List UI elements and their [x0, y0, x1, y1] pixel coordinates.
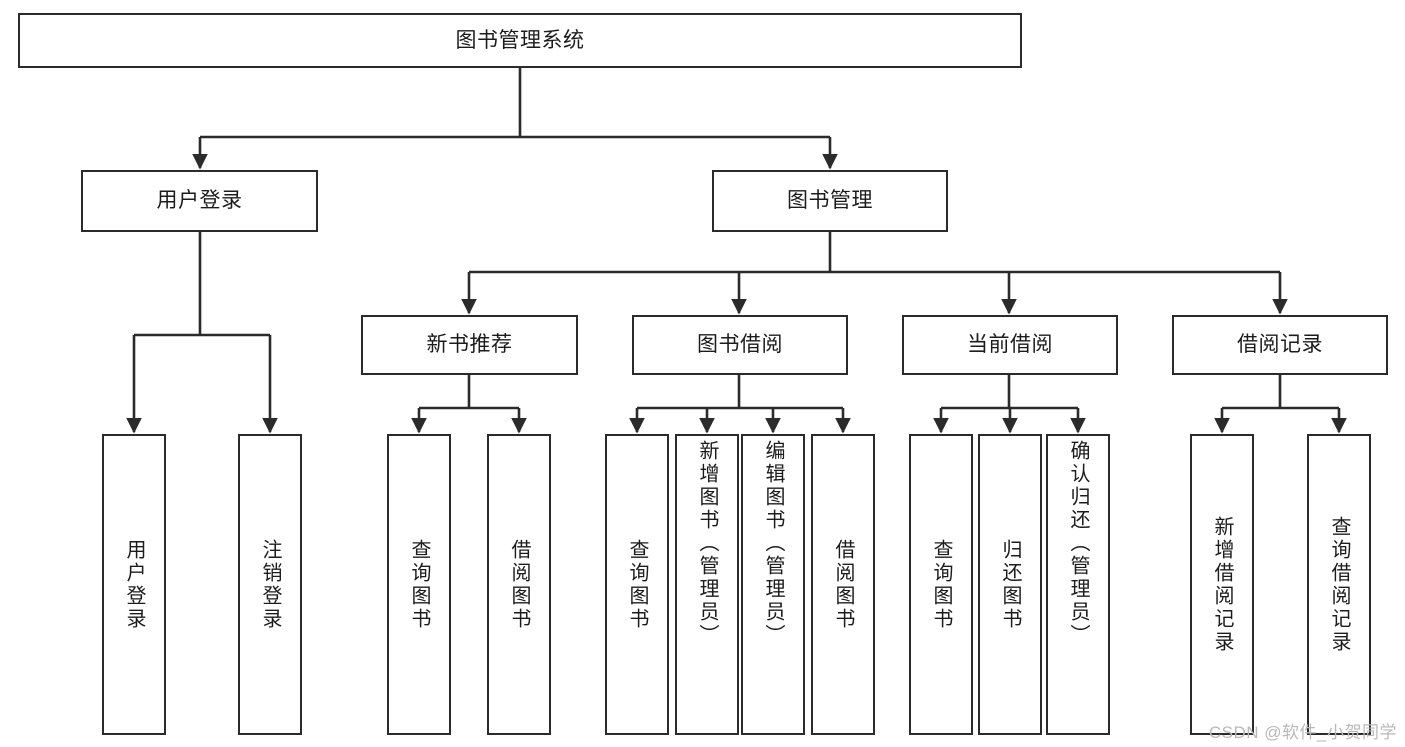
leaf-borrow-book-2[interactable]: 借阅图书	[811, 434, 875, 735]
node-current-borrow[interactable]: 当前借阅	[902, 315, 1118, 375]
leaf-confirm-return-label: 确认归还（管理员）	[1067, 440, 1089, 647]
node-book-management[interactable]: 图书管理	[712, 170, 948, 232]
leaf-query-record-label: 查询借阅记录	[1328, 515, 1350, 654]
node-root[interactable]: 图书管理系统	[18, 13, 1022, 68]
node-user-login[interactable]: 用户登录	[81, 170, 318, 232]
watermark-text: CSDN @软件_小贺同学	[1208, 723, 1397, 742]
leaf-add-book[interactable]: 新增图书（管理员）	[675, 434, 739, 735]
leaf-edit-book[interactable]: 编辑图书（管理员）	[741, 434, 805, 735]
leaf-return-book-label: 归还图书	[999, 538, 1021, 631]
leaf-query-book-3[interactable]: 查询图书	[909, 434, 973, 735]
node-borrow-record[interactable]: 借阅记录	[1172, 315, 1388, 375]
leaf-add-book-label: 新增图书（管理员）	[696, 440, 718, 647]
node-new-book-recommend-label: 新书推荐	[426, 333, 513, 357]
leaf-query-book-1-label: 查询图书	[408, 538, 430, 631]
leaf-borrow-book-1[interactable]: 借阅图书	[487, 434, 551, 735]
leaf-query-book-1[interactable]: 查询图书	[387, 434, 451, 735]
leaf-user-login-label: 用户登录	[123, 538, 145, 631]
leaf-confirm-return[interactable]: 确认归还（管理员）	[1046, 434, 1110, 735]
leaf-query-book-2[interactable]: 查询图书	[605, 434, 669, 735]
leaf-borrow-book-2-label: 借阅图书	[832, 538, 854, 631]
leaf-query-book-3-label: 查询图书	[930, 538, 952, 631]
node-new-book-recommend[interactable]: 新书推荐	[361, 315, 578, 375]
leaf-user-login[interactable]: 用户登录	[102, 434, 166, 735]
node-book-management-label: 图书管理	[787, 189, 873, 213]
node-borrow-record-label: 借阅记录	[1237, 333, 1323, 357]
leaf-query-record[interactable]: 查询借阅记录	[1307, 434, 1371, 735]
leaf-user-logout[interactable]: 注销登录	[238, 434, 302, 735]
leaf-add-record-label: 新增借阅记录	[1211, 515, 1233, 654]
node-user-login-label: 用户登录	[156, 189, 243, 213]
leaf-add-record[interactable]: 新增借阅记录	[1190, 434, 1254, 735]
node-current-borrow-label: 当前借阅	[967, 333, 1053, 357]
leaf-borrow-book-1-label: 借阅图书	[508, 538, 530, 631]
node-root-label: 图书管理系统	[455, 28, 585, 52]
node-book-borrow-label: 图书借阅	[697, 333, 783, 357]
leaf-return-book[interactable]: 归还图书	[978, 434, 1042, 735]
node-book-borrow[interactable]: 图书借阅	[632, 315, 848, 375]
leaf-user-logout-label: 注销登录	[259, 538, 281, 631]
leaf-edit-book-label: 编辑图书（管理员）	[762, 440, 784, 647]
leaf-query-book-2-label: 查询图书	[626, 538, 648, 631]
